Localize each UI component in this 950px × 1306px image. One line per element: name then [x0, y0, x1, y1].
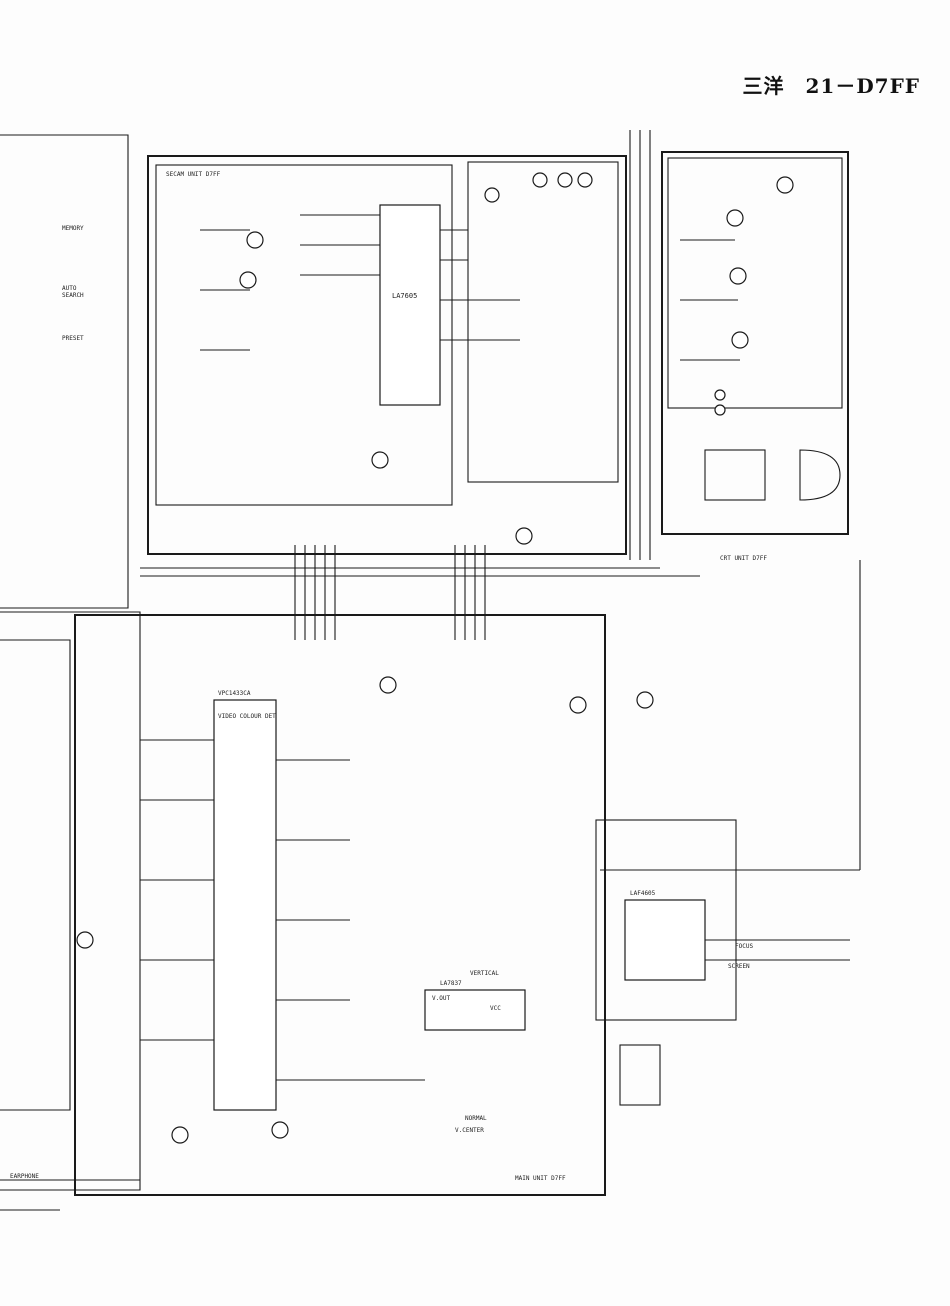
secam-unit-label: SECAM UNIT D7FF [166, 171, 221, 178]
vertical-ic [424, 989, 526, 1031]
normal-label: NORMAL [465, 1115, 487, 1122]
vout-label: V.OUT [432, 995, 450, 1002]
auto-label: AUTO [62, 285, 77, 292]
focus-label: FOCUS [735, 943, 753, 950]
fbt-label: LAF4605 [630, 890, 656, 897]
left-labels: SEARCH MEMORY AUTO PRESET EARPHONE MAIN … [0, 225, 566, 1211]
secam-ic-label: LA7605 [392, 292, 417, 300]
page-title: 三洋 21－D7FF [742, 74, 920, 98]
screen-label: SCREEN [728, 963, 750, 970]
video-colour-ic [213, 699, 277, 1111]
flyback-transformer: LAF4605 FOCUS SCREEN [595, 819, 850, 1106]
main-unit-label: MAIN UNIT D7FF [515, 1175, 566, 1182]
video-colour-ic-label: VPC1433CA [218, 690, 251, 697]
crt-unit-box: CRT UNIT D7FF [661, 151, 849, 562]
vertical-ic-label: LA7837 [440, 980, 462, 987]
signal-bus [140, 130, 861, 871]
memory-label: MEMORY [62, 225, 84, 232]
vcc-label: VCC [490, 1005, 501, 1012]
search-label: SEARCH [62, 292, 84, 299]
main-unit-box: VPC1433CA VIDEO COLOUR DET LA7837 VERTIC… [74, 614, 654, 1196]
left-frame [0, 134, 141, 1191]
preset-label: PRESET [62, 335, 84, 342]
secam-unit-box: LA7605 SECAM UNIT D7FF [147, 155, 627, 555]
v-center-label: V.CENTER [455, 1127, 484, 1134]
vertical-section-label: VERTICAL [470, 970, 499, 977]
earphone-label: EARPHONE [10, 1173, 39, 1180]
video-colour-ic-desc: VIDEO COLOUR DET [218, 713, 276, 720]
secam-ic [379, 204, 441, 406]
crt-unit-label: CRT UNIT D7FF [720, 555, 767, 562]
